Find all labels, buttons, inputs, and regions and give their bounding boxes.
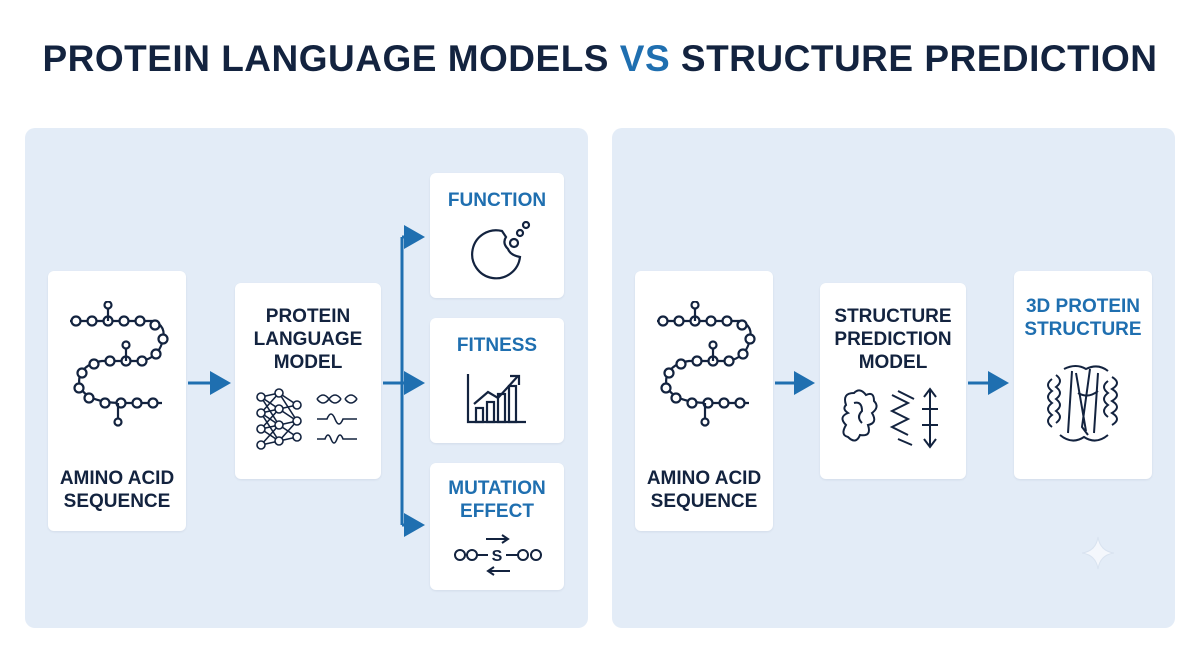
enzyme-icon: [471, 221, 531, 280]
protein-language-model-card: PROTEIN LANGUAGE MODEL: [235, 283, 381, 479]
neural-network-icon: [256, 388, 358, 450]
page-title: PROTEIN LANGUAGE MODELS VS STRUCTURE PRE…: [0, 38, 1200, 80]
protein-ribbon-icon: [1047, 365, 1118, 442]
substitution-letter: S: [492, 548, 503, 565]
mutation-effect-label: MUTATION EFFECT: [448, 478, 546, 522]
3d-protein-structure-card: 3D PROTEIN STRUCTURE: [1014, 271, 1152, 479]
fitness-output-card: FITNESS: [430, 318, 564, 443]
mutation-effect-output-card: MUTATION EFFECT S: [430, 463, 564, 590]
function-output-card: FUNCTION: [430, 173, 564, 298]
structure-prediction-model-card: STRUCTURE PREDICTION MODEL: [820, 283, 966, 479]
protein-language-model-panel: AMINO ACID SEQUENCE PROTEIN LANGUAGE MOD…: [25, 128, 588, 628]
bar-chart-trend-icon: [466, 374, 526, 424]
sparkle-icon: [1081, 536, 1115, 570]
protein-language-model-label: PROTEIN LANGUAGE MODEL: [253, 306, 363, 373]
amino-acid-sequence-label: AMINO ACID SEQUENCE: [59, 468, 175, 512]
fold-helix-icon: [841, 387, 938, 449]
amino-acid-sequence-label-right: AMINO ACID SEQUENCE: [646, 468, 762, 512]
structure-prediction-model-label: STRUCTURE PREDICTION MODEL: [834, 306, 952, 373]
title-main: PROTEIN LANGUAGE MODELS: [42, 38, 609, 79]
3d-protein-structure-label: 3D PROTEIN STRUCTURE: [1024, 296, 1142, 340]
function-label: FUNCTION: [447, 190, 547, 211]
title-vs: VS: [619, 38, 671, 79]
amino-acid-sequence-card: AMINO ACID SEQUENCE: [48, 271, 186, 531]
amino-acid-chain-icon: [70, 301, 169, 427]
substitution-icon: S: [454, 534, 542, 576]
amino-acid-sequence-card-right: AMINO ACID SEQUENCE: [635, 271, 773, 531]
structure-prediction-panel: AMINO ACID SEQUENCE STRUCTURE PREDICTION…: [612, 128, 1175, 628]
fitness-label: FITNESS: [456, 335, 538, 356]
title-rest: STRUCTURE PREDICTION: [680, 38, 1158, 79]
amino-acid-chain-icon: [657, 301, 756, 427]
